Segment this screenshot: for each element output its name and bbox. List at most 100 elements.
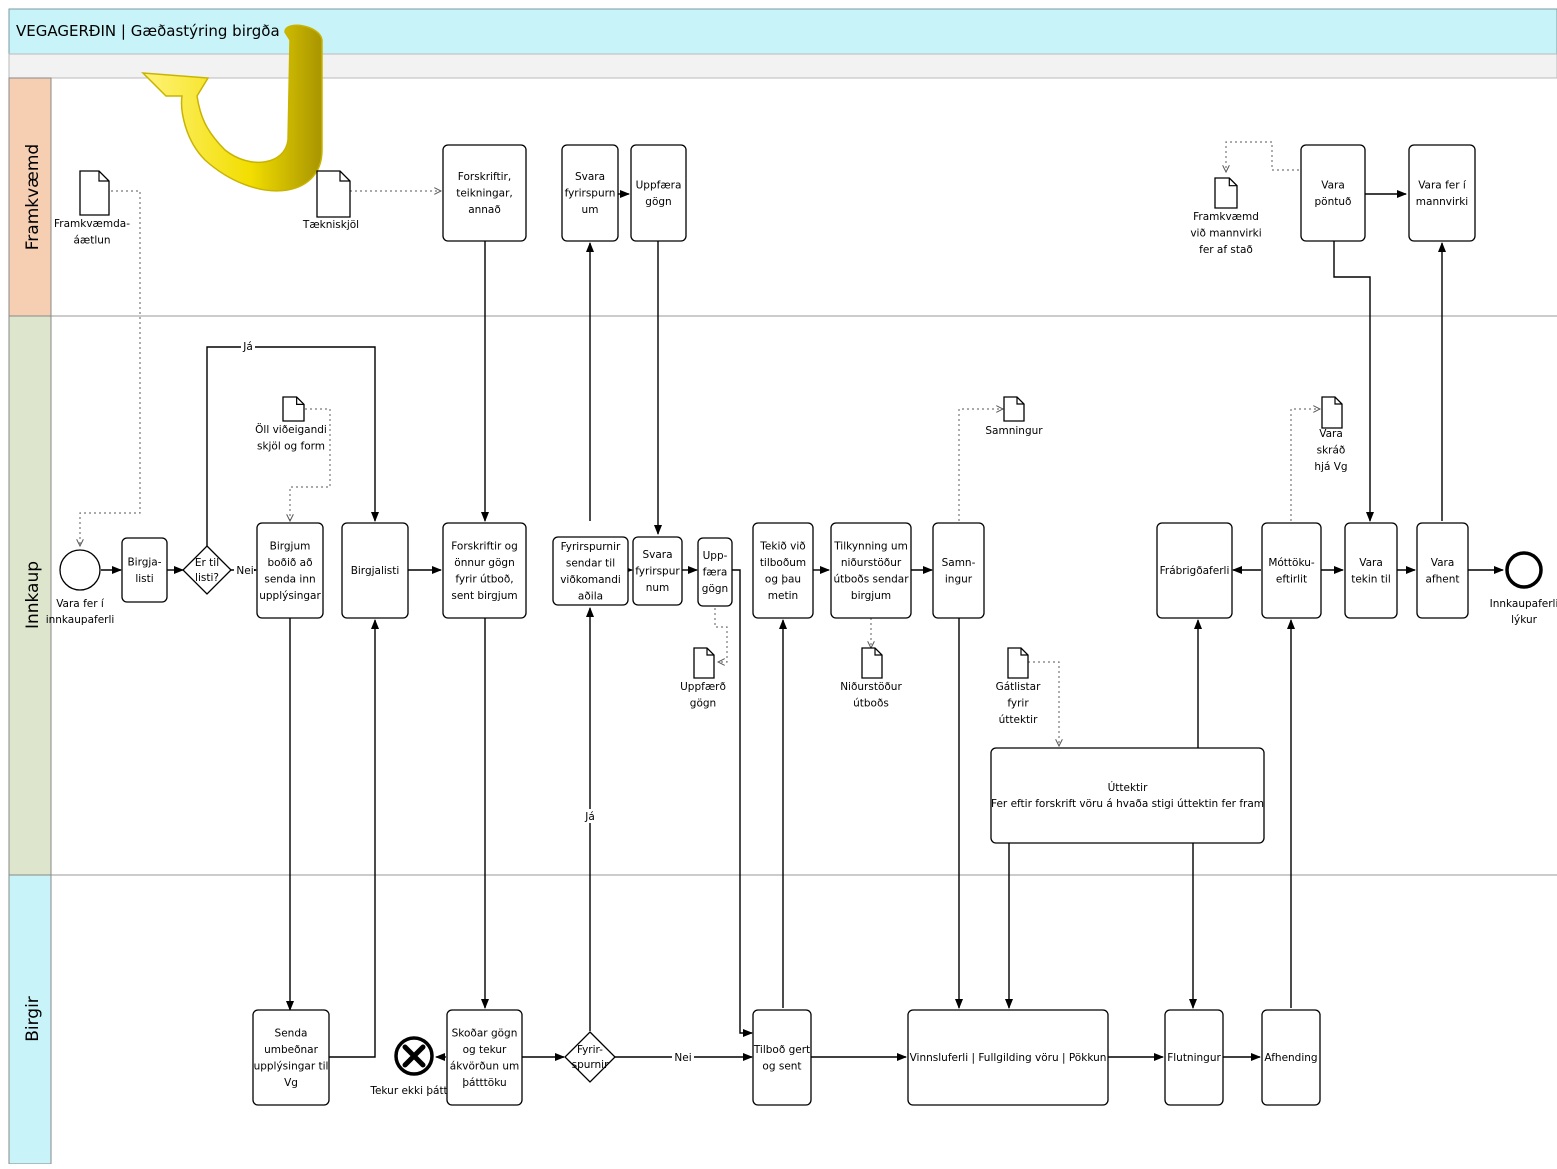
document-icon bbox=[693, 647, 715, 679]
task-box[interactable] bbox=[1344, 522, 1398, 619]
task-t1[interactable]: Forskriftir,teikningar,annað bbox=[442, 144, 527, 242]
task-box[interactable] bbox=[830, 522, 912, 619]
task-box[interactable] bbox=[990, 747, 1265, 844]
task-t16[interactable]: Frábrigðaferli bbox=[1156, 522, 1233, 619]
task-box[interactable] bbox=[442, 144, 527, 242]
task-box[interactable] bbox=[561, 144, 619, 242]
gateway-g2[interactable]: Fyrir-spurnir bbox=[564, 1031, 616, 1083]
swimlane-birgir: Birgir bbox=[8, 874, 52, 1165]
header-subbar bbox=[8, 53, 1557, 79]
task-box[interactable] bbox=[1300, 144, 1366, 242]
flow-label-ja: Já bbox=[242, 341, 253, 353]
event-e3[interactable]: Tekur ekki þátt bbox=[369, 1036, 448, 1097]
cancel-x-icon bbox=[402, 1044, 426, 1068]
task-box[interactable] bbox=[121, 537, 168, 603]
task-label: Birgja-listi bbox=[127, 556, 161, 585]
sequence-flows bbox=[101, 190, 1504, 1061]
gateway-diamond[interactable] bbox=[564, 1031, 616, 1083]
task-box[interactable] bbox=[932, 522, 985, 619]
task-t15[interactable]: Samn-ingur bbox=[932, 522, 985, 619]
header-bar bbox=[8, 8, 1557, 55]
document-label: Tækniskjöl bbox=[302, 219, 359, 231]
task-box[interactable] bbox=[632, 536, 683, 606]
page-title: VEGAGERÐIN | Gæðastýring birgða bbox=[16, 22, 280, 40]
task-t17[interactable]: Móttöku-eftirlit bbox=[1261, 522, 1322, 619]
task-box[interactable] bbox=[1164, 1009, 1224, 1106]
task-box[interactable] bbox=[252, 1009, 330, 1106]
task-label: Flutningur bbox=[1167, 1052, 1221, 1064]
task-box[interactable] bbox=[446, 1009, 523, 1106]
task-box[interactable] bbox=[552, 536, 629, 606]
task-label: Samn-ingur bbox=[942, 557, 976, 586]
document-icon bbox=[79, 170, 110, 216]
task-box[interactable] bbox=[1261, 522, 1322, 619]
back-arrow-icon[interactable] bbox=[141, 24, 323, 192]
task-box[interactable] bbox=[907, 1009, 1109, 1106]
task-t24[interactable]: Vinnsluferli | Fullgilding vöru | Pökkun bbox=[907, 1009, 1109, 1106]
task-t25[interactable]: Flutningur bbox=[1164, 1009, 1224, 1106]
task-box[interactable] bbox=[630, 144, 687, 242]
task-box[interactable] bbox=[1416, 522, 1469, 619]
end-event-circle[interactable] bbox=[1505, 551, 1543, 589]
task-t8[interactable]: Birgjalisti bbox=[341, 522, 409, 619]
task-t6[interactable]: Birgja-listi bbox=[121, 537, 168, 603]
task-box[interactable] bbox=[697, 537, 733, 607]
document-label: Samningur bbox=[985, 425, 1043, 437]
task-box[interactable] bbox=[1408, 144, 1476, 242]
task-box[interactable] bbox=[752, 1009, 812, 1106]
lane-header-birgir bbox=[8, 874, 52, 1165]
task-box[interactable] bbox=[341, 522, 409, 619]
task-t26[interactable]: Afhending bbox=[1261, 1009, 1321, 1106]
task-box[interactable] bbox=[442, 522, 527, 619]
task-box[interactable] bbox=[1261, 1009, 1321, 1106]
task-label: Vinnsluferli | Fullgilding vöru | Pökkun bbox=[910, 1052, 1107, 1064]
gateway-label: Fyrir-spurnir bbox=[572, 1044, 609, 1071]
gateway-diamond[interactable] bbox=[182, 545, 232, 595]
task-box[interactable] bbox=[1156, 522, 1233, 619]
task-box[interactable] bbox=[752, 522, 814, 619]
start-event-circle[interactable] bbox=[59, 549, 101, 591]
task-box[interactable] bbox=[256, 522, 324, 619]
